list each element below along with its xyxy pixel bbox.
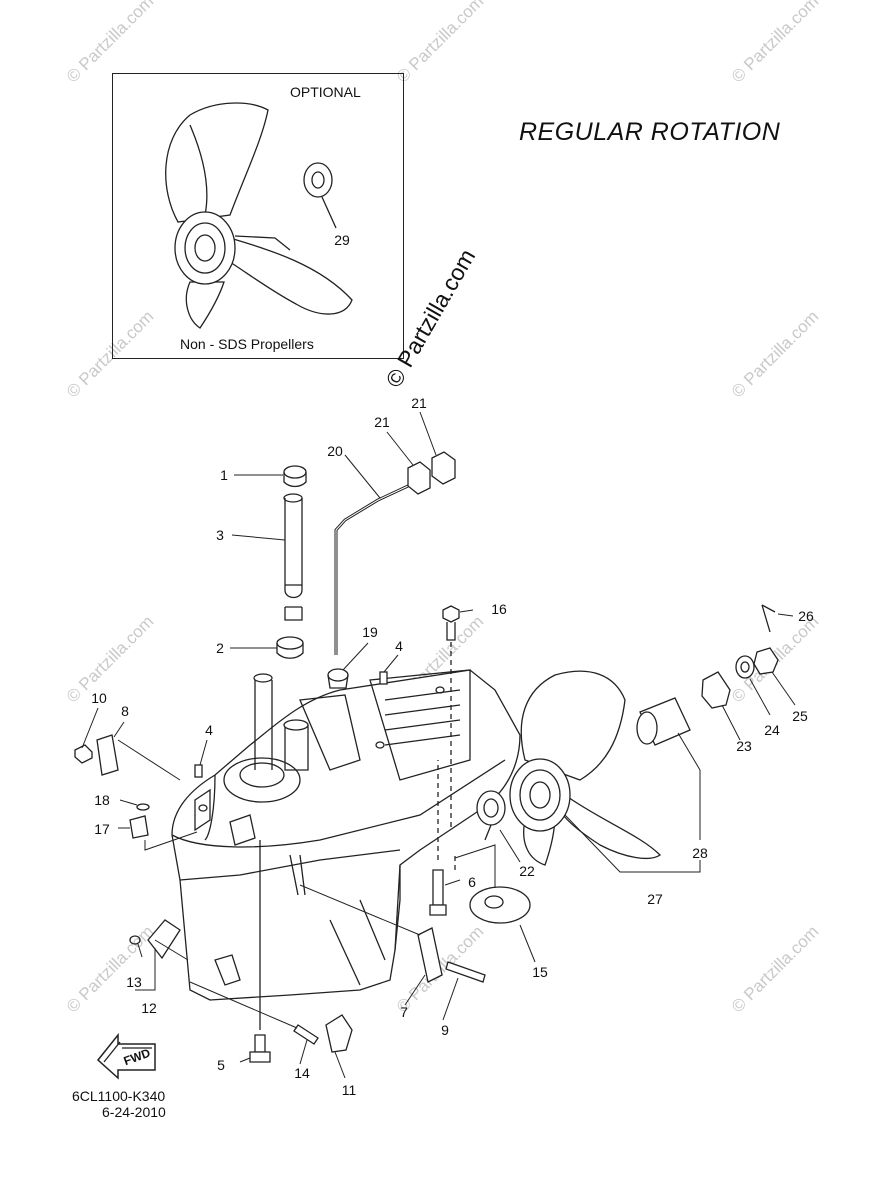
- diagram-code: 6CL1100-K340: [72, 1088, 166, 1104]
- optional-propeller-drawing: [165, 102, 353, 329]
- callout-11: 11: [341, 1082, 357, 1098]
- callout-14: 14: [294, 1065, 310, 1081]
- callout-16: 16: [491, 601, 507, 617]
- diagram-title: REGULAR ROTATION: [519, 118, 781, 146]
- optional-parts-box: [112, 73, 404, 359]
- callout-7: 7: [400, 1004, 408, 1020]
- callout-29: 29: [334, 232, 350, 248]
- callout-4: 4: [395, 638, 403, 654]
- callout-27: 27: [647, 891, 663, 907]
- callout-8: 8: [121, 703, 129, 719]
- callout-25: 25: [792, 708, 808, 724]
- lower-casing-drawing: [171, 669, 521, 1001]
- main-propeller-drawing: [509, 604, 779, 866]
- callout-20: 20: [327, 443, 343, 459]
- callout-13: 13: [126, 974, 142, 990]
- non-sds-propellers-label: Non - SDS Propellers: [180, 336, 314, 352]
- callout-1: 1: [220, 467, 228, 483]
- fwd-arrow-drawing: [96, 1032, 156, 1080]
- optional-label: OPTIONAL: [290, 84, 361, 100]
- callout-5: 5: [217, 1057, 225, 1073]
- callout-4: 4: [205, 722, 213, 738]
- callout-21: 21: [411, 395, 427, 411]
- callout-2: 2: [216, 640, 224, 656]
- callout-28: 28: [692, 845, 708, 861]
- callout-17: 17: [94, 821, 110, 837]
- callout-18: 18: [94, 792, 110, 808]
- small-parts-drawing: [74, 451, 531, 1063]
- callout-22: 22: [519, 863, 535, 879]
- callout-15: 15: [532, 964, 548, 980]
- callout-3: 3: [216, 527, 224, 543]
- diagram-date: 6-24-2010: [102, 1104, 166, 1120]
- callout-21: 21: [374, 414, 390, 430]
- callout-6: 6: [468, 874, 476, 890]
- callout-10: 10: [91, 690, 107, 706]
- callout-9: 9: [441, 1022, 449, 1038]
- callout-23: 23: [736, 738, 752, 754]
- callout-12: 12: [141, 1000, 157, 1016]
- callout-19: 19: [362, 624, 378, 640]
- callout-24: 24: [764, 722, 780, 738]
- callout-26: 26: [798, 608, 814, 624]
- leader-lines: [81, 411, 796, 1079]
